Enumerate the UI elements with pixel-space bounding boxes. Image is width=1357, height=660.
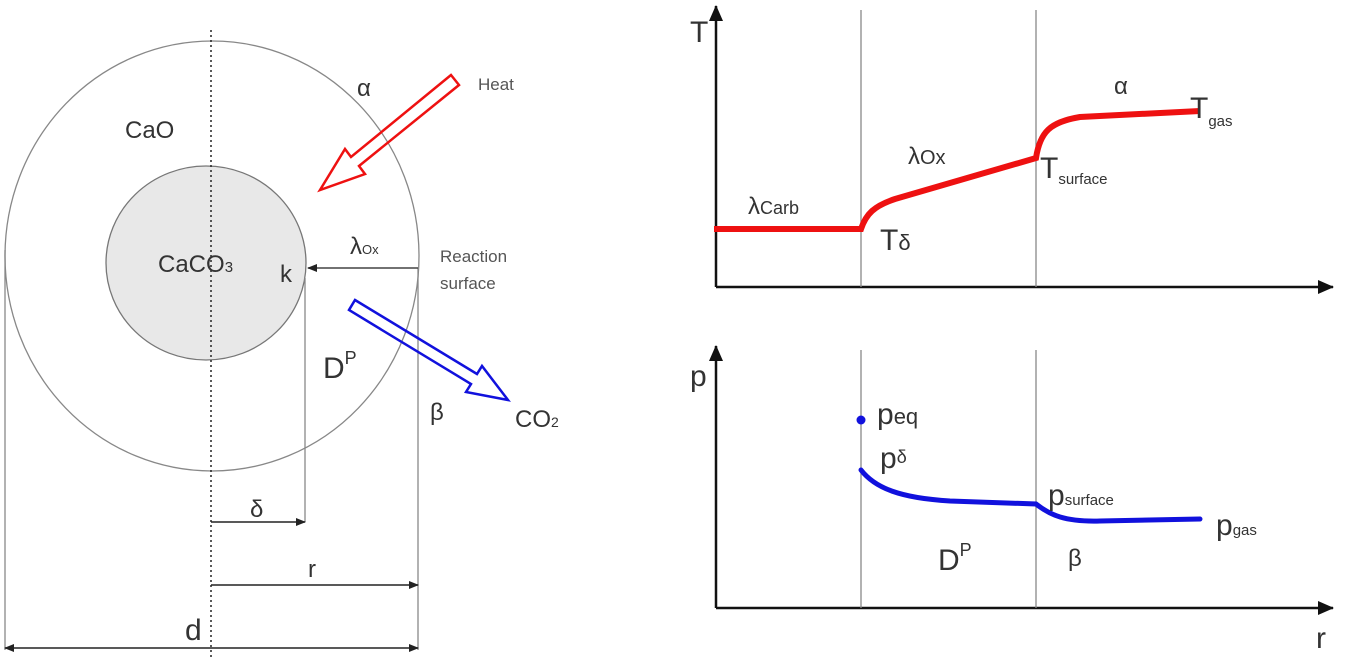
heat-label: Heat [478,75,514,94]
r-label: r [308,556,316,583]
reaction-surface-label-1: Reaction [440,247,507,266]
cao-label: CaO [125,117,174,144]
t-surface-label: Tsurface [1040,152,1108,188]
alpha-plot-label: α [1114,73,1128,100]
k-label: k [280,261,293,288]
lambda-ox-plot-label: λOx [908,143,946,170]
p-eq-label: peq [877,398,918,431]
temperature-curve [714,108,1201,232]
co2-label: CO2 [515,406,559,433]
delta-label: δ [250,496,263,523]
alpha-label: α [357,75,371,102]
r-axis-label: r [1316,622,1326,655]
t-gas-label: Tgas [1190,92,1233,130]
particle-cross-section: CaO CaCO3 k λOx Reaction surface α Heat … [4,30,559,660]
beta-label: β [430,399,444,426]
temperature-profile-plot: T λCarb Tδ λOx Tsurface α Tgas [690,5,1334,294]
p-axis-label: p [690,360,707,393]
p-delta-label: pδ [880,442,907,475]
p-eq-point [856,415,866,425]
p-gas-label: pgas [1216,509,1257,542]
diffusion-label: DP [323,348,357,385]
p-surface-label: psurface [1048,479,1114,512]
reaction-surface-label-2: surface [440,274,496,293]
lambda-carb-label: λCarb [748,193,799,220]
core-caco3 [105,165,307,361]
lambda-ox-label: λOx [350,233,379,260]
heat-arrow-icon [317,73,461,193]
pressure-profile-plot: p r peq pδ psurface DP β pgas [690,345,1334,655]
diffusion-plot-label: DP [938,540,972,577]
caco3-label: CaCO3 [158,251,233,278]
d-label: d [185,614,202,647]
beta-plot-label: β [1068,545,1082,572]
co2-arrow-icon [347,298,511,402]
t-delta-label: Tδ [880,224,911,257]
t-axis-label: T [690,16,708,49]
pressure-curve [858,467,1203,524]
